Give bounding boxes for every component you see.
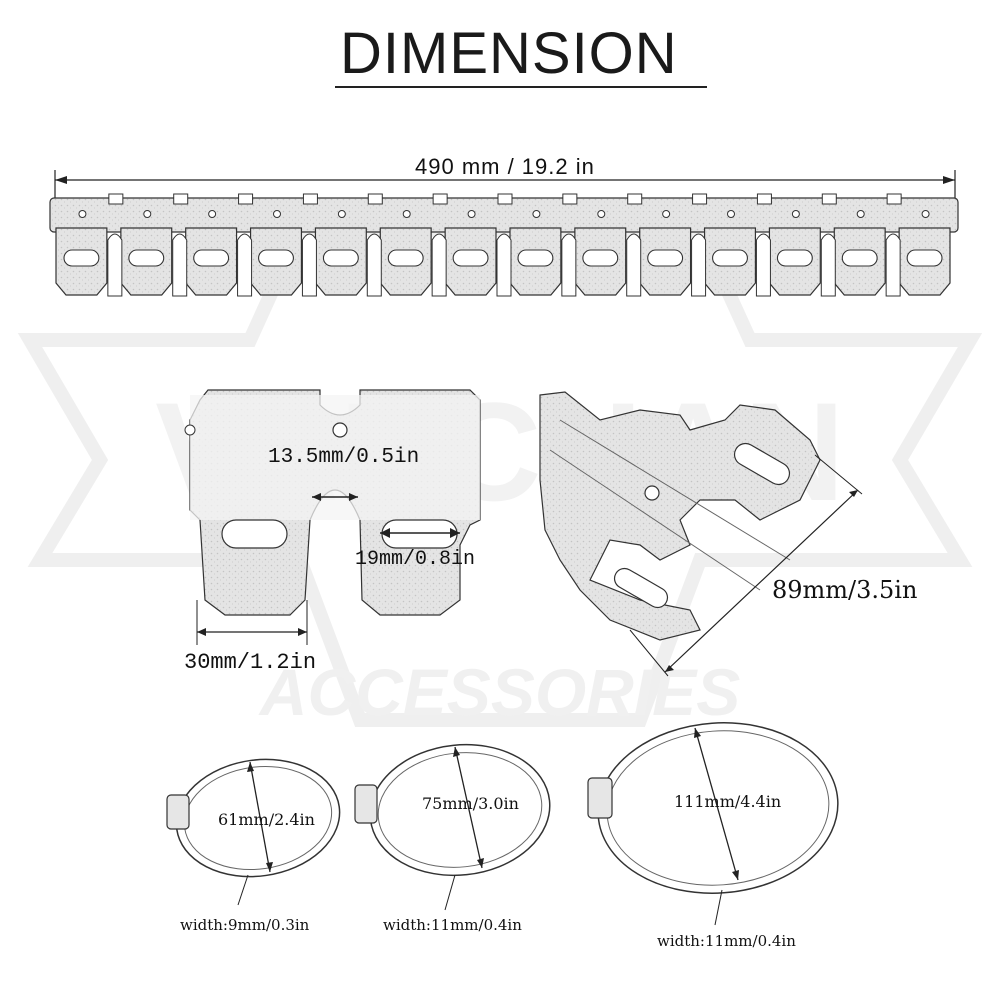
hole-length-label: 19mm/0.8in: [355, 548, 476, 571]
strip-rivet-hole: [727, 210, 735, 218]
strip-slot-hole: [258, 249, 294, 267]
slot-gap-label: 13.5mm/0.5in: [268, 446, 420, 469]
strip-tab-gap: [496, 233, 512, 297]
shield-depth-dimension-line: [629, 454, 863, 677]
strip-slot-hole: [322, 249, 359, 267]
strip-rivet-hole: [467, 210, 476, 218]
tab-detail-metal: [184, 389, 481, 616]
strip-tab-gap: [691, 233, 707, 297]
strip-tab-gap: [107, 233, 123, 297]
clamp-large-screw-housing: [587, 777, 613, 819]
clamp-medium: [354, 743, 551, 911]
clamp-large-diameter-label: 111mm/4.4in: [674, 792, 782, 811]
strip-slot-hole: [776, 249, 813, 267]
strip-rivet-hole: [856, 210, 865, 218]
strip-tab-gap: [561, 233, 577, 297]
strip-top-notch: [432, 193, 448, 205]
strip-top-notch: [562, 193, 578, 205]
strip-tab-gap: [755, 233, 771, 297]
strip-top-notch: [756, 193, 772, 205]
strip-tab-gap: [431, 233, 447, 297]
watermark-tagline: ACCESSORIES: [258, 655, 740, 729]
strip-rivet-hole: [208, 210, 217, 218]
strip-top-notch: [497, 193, 513, 205]
clamp-small-diameter-label: 61mm/2.4in: [218, 810, 315, 829]
strip-slot-hole: [387, 249, 424, 267]
slot-gap-dimension-line: [312, 493, 358, 501]
strip-rivet-hole: [921, 210, 930, 218]
strip-rivet-hole: [791, 210, 800, 218]
clamp-small-screw-housing: [166, 794, 190, 830]
strip-slot-hole: [63, 249, 100, 267]
strip-slot-hole: [647, 249, 684, 267]
clamp-large-width-leader: [714, 889, 723, 926]
clamp-small-width-label: width:9mm/0.3in: [180, 916, 310, 934]
strip-rivet-hole: [402, 210, 411, 218]
clamp-small-diameter-line: [249, 761, 271, 873]
strip-top-notch: [627, 193, 643, 205]
strip-top-notch: [821, 193, 837, 205]
clamp-large-width-label: width:11mm/0.4in: [657, 932, 796, 950]
strip-slot-hole: [841, 249, 878, 267]
heat-shield-strip-body: [49, 193, 959, 297]
clamp-small-width-leader: [237, 874, 249, 906]
page-title: DIMENSION: [340, 21, 678, 86]
shield-depth-label: 89mm/3.5in: [772, 576, 918, 604]
clamp-large-diameter-line: [694, 727, 739, 881]
strip-tab-gap: [172, 233, 188, 297]
strip-tab-gap: [885, 233, 901, 297]
total-length-label: 490 mm / 19.2 in: [415, 154, 595, 179]
strip-slot-hole: [582, 249, 619, 267]
strip-top-notch: [238, 193, 254, 205]
tab-width-label: 30mm/1.2in: [184, 650, 317, 675]
hole-length-dimension-line: [380, 528, 460, 538]
clamp-medium-screw-housing: [354, 784, 378, 824]
clamp-medium-width-label: width:11mm/0.4in: [383, 916, 522, 934]
strip-slot-hole: [712, 249, 748, 267]
strip-rivet-hole: [662, 210, 671, 218]
strip-tab-gap: [820, 233, 836, 297]
strip-rivet-hole: [143, 210, 152, 218]
clamp-large: [587, 722, 839, 926]
strip-rivet-hole: [597, 210, 606, 218]
strip-tab-gap: [237, 233, 253, 297]
strip-top-notch: [108, 193, 124, 205]
strip-tab-gap: [301, 233, 317, 297]
strip-slot-hole: [193, 249, 230, 267]
strip-top-notch: [302, 193, 318, 205]
strip-top-notch: [173, 193, 189, 205]
strip-rivet-hole: [78, 210, 87, 218]
strip-slot-hole: [128, 249, 165, 267]
strip-slot-hole: [452, 249, 489, 267]
strip-rivet-hole: [273, 210, 281, 218]
strip-top-notch: [886, 193, 902, 205]
strip-rivet-hole: [532, 210, 541, 218]
title-underline: [335, 86, 707, 88]
strip-top-notch: [692, 193, 708, 205]
depth-detail-metal: [539, 391, 821, 641]
strip-slot-hole: [906, 249, 943, 267]
strip-top-notch: [367, 193, 383, 205]
strip-tab-gap: [626, 233, 642, 297]
strip-slot-hole: [517, 249, 554, 267]
clamp-medium-width-leader: [444, 874, 456, 911]
strip-tab-gap: [366, 233, 382, 297]
tab-width-dimension-line: [196, 600, 308, 645]
strip-rivet-hole: [337, 210, 346, 218]
clamp-medium-diameter-line: [454, 746, 483, 869]
clamp-medium-diameter-label: 75mm/3.0in: [422, 794, 519, 813]
clamp-small: [166, 758, 341, 906]
